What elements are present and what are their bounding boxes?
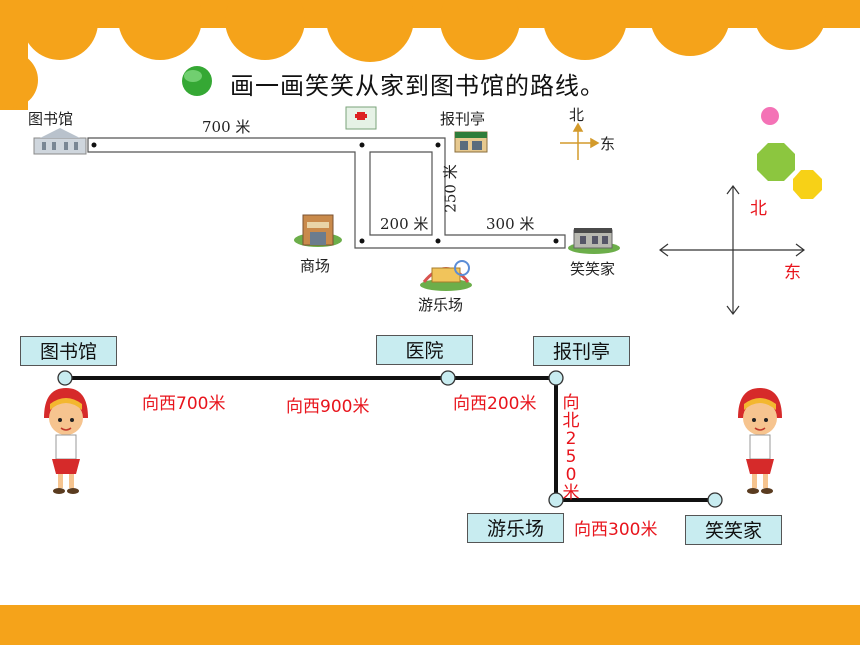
- route-step-300: 向西300米: [574, 520, 658, 540]
- top-banner: [0, 0, 860, 110]
- route-box-hospital: 医院: [376, 335, 473, 365]
- node-home: [707, 492, 723, 508]
- map-label-home: 笑笑家: [570, 260, 616, 278]
- map-distance-200: 200 米: [380, 215, 429, 233]
- small-compass-east: 东: [600, 135, 616, 153]
- large-compass-east: 东: [784, 263, 801, 283]
- map-nodes: [91, 142, 559, 244]
- map-distance-300: 300 米: [486, 215, 535, 233]
- small-compass-north: 北: [569, 106, 585, 124]
- newsstand-building-icon: [454, 131, 488, 153]
- map-roads: [87, 137, 566, 249]
- small-compass-icon: [560, 122, 600, 160]
- large-compass-north: 北: [750, 199, 767, 219]
- route-box-library: 图书馆: [20, 336, 117, 366]
- hospital-building-icon: [345, 106, 377, 130]
- library-building-icon: [33, 128, 87, 155]
- girl-figure-right: [738, 388, 782, 494]
- yellow-octagon: [793, 170, 822, 199]
- map-label-playground: 游乐场: [418, 296, 464, 314]
- node-hospital: [440, 370, 456, 386]
- route-box-playground: 游乐场: [467, 513, 564, 543]
- route-box-home: 笑笑家: [685, 515, 782, 545]
- route-box-newsstand: 报刊亭: [533, 336, 630, 366]
- large-compass-icon: [659, 185, 805, 315]
- page-title: 画一画笑笑从家到图书馆的路线。: [230, 72, 605, 100]
- home-building-icon: [568, 228, 620, 254]
- map-label-library: 图书馆: [28, 110, 74, 128]
- route-step-700: 向西700米: [142, 394, 226, 414]
- map-label-mall: 商场: [300, 257, 331, 275]
- route-step-200: 向西200米: [453, 394, 537, 414]
- route-line: [63, 376, 717, 502]
- playground-icon: [420, 260, 472, 291]
- pink-dot: [761, 107, 779, 125]
- girl-figure-left: [44, 388, 88, 494]
- bottom-banner: [0, 605, 860, 645]
- route-step-900: 向西900米: [286, 397, 370, 417]
- node-newsstand: [548, 370, 564, 386]
- map-distance-250: 250 米: [441, 164, 460, 213]
- node-playground: [548, 492, 564, 508]
- route-nodes: [57, 370, 723, 508]
- mall-building-icon: [294, 214, 342, 247]
- map-distance-700: 700 米: [202, 118, 251, 136]
- map-label-newsstand: 报刊亭: [440, 110, 486, 128]
- route-step-250: 向北250米: [562, 393, 580, 503]
- node-library: [57, 370, 73, 386]
- green-octagon: [757, 143, 795, 181]
